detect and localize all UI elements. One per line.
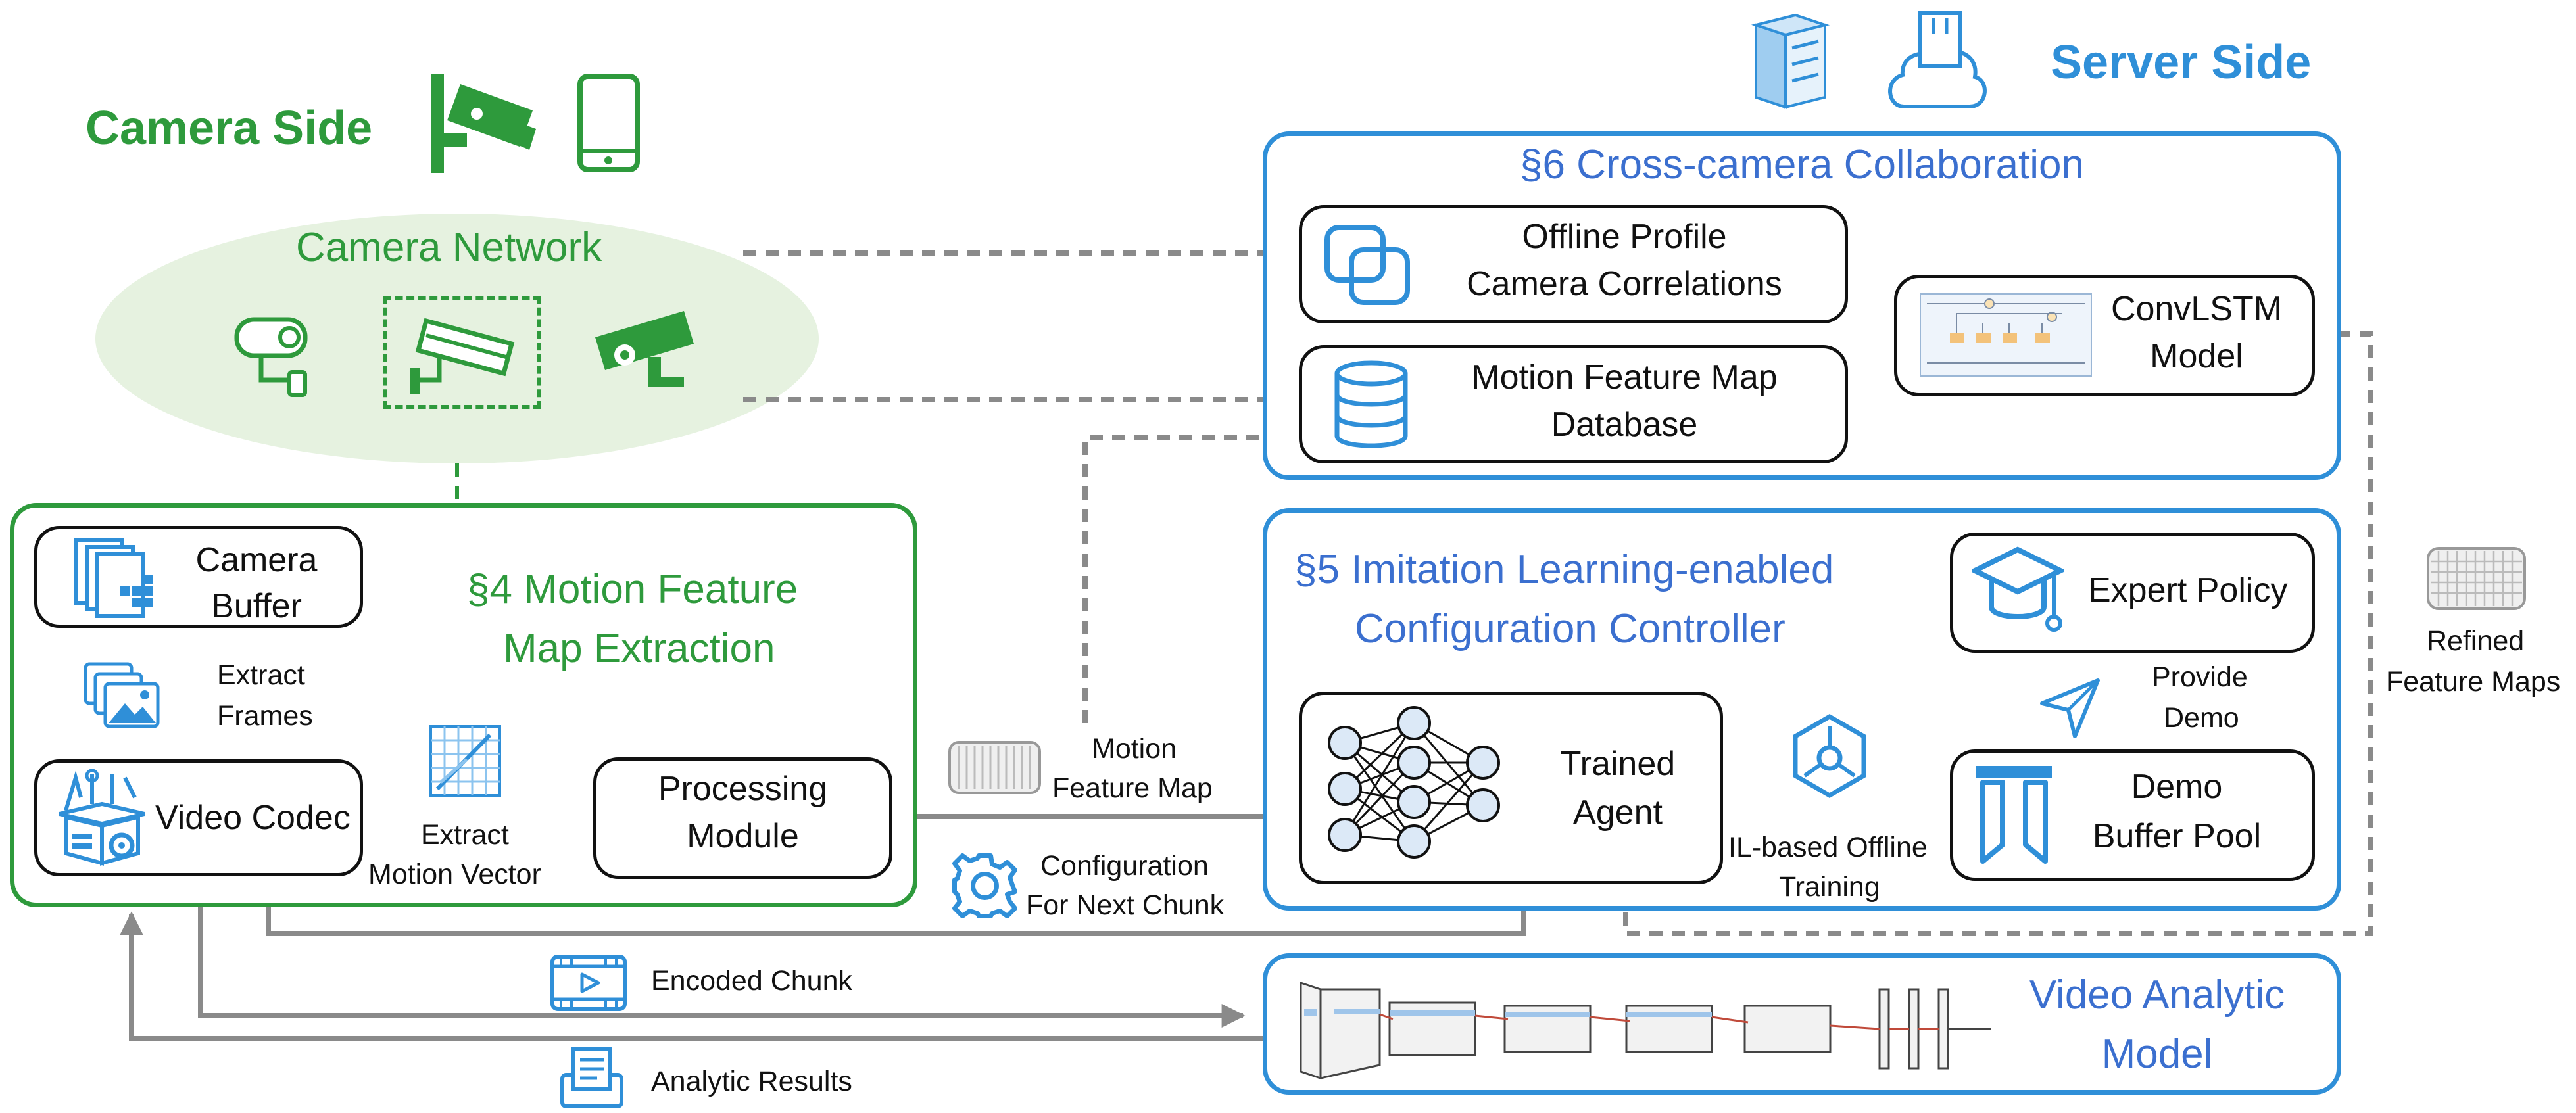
box-camera-icon xyxy=(595,311,694,387)
camera-buffer-label-1: Camera xyxy=(195,541,318,579)
cloud-server-icon xyxy=(1888,11,1987,108)
motion-vector-grid-icon xyxy=(429,725,501,797)
bullet-camera-icon xyxy=(234,317,308,397)
refined-feature-map-icon xyxy=(2427,547,2526,610)
offline-profile-label-2: Camera Correlations xyxy=(1467,265,1782,303)
video-analytic-title-1: Video Analytic xyxy=(2029,972,2285,1018)
camera-side-title: Camera Side xyxy=(85,102,373,154)
arrow-analytic-results xyxy=(120,911,1289,1041)
provide-demo-label-2: Demo xyxy=(2164,702,2239,734)
demo-buffer-label-1: Demo xyxy=(2131,768,2223,806)
convlstm-diagram-icon xyxy=(1920,293,2092,377)
frame-buffer-icon xyxy=(74,538,153,618)
database-icon xyxy=(1334,360,1408,448)
motion-database-label-2: Database xyxy=(1551,406,1698,444)
refined-maps-label-2: Feature Maps xyxy=(2386,666,2561,698)
trained-agent-label-1: Trained xyxy=(1560,745,1676,783)
il-training-label-2: Training xyxy=(1779,871,1880,903)
server-rack-icon xyxy=(1751,13,1830,109)
processing-label-1: Processing xyxy=(658,770,828,808)
feature-map-strip-icon xyxy=(948,741,1041,794)
configuration-label-1: Configuration xyxy=(1040,850,1209,882)
cross-camera-title: §6 Cross-camera Collaboration xyxy=(1519,142,2085,187)
buffer-pool-icon xyxy=(1976,766,2052,864)
document-results-icon xyxy=(560,1047,623,1108)
il-training-label-1: IL-based Offline xyxy=(1728,832,1928,863)
convlstm-label-1: ConvLSTM xyxy=(2110,290,2283,328)
smartphone-icon xyxy=(577,74,640,172)
server-side-title: Server Side xyxy=(2051,36,2312,89)
extract-motion-label-2: Motion Vector xyxy=(368,859,541,890)
motion-database-label-1: Motion Feature Map xyxy=(1471,358,1778,396)
motion-feature-label-1: Motion xyxy=(1092,733,1177,765)
extraction-title-line1: §4 Motion Feature xyxy=(467,567,798,612)
extract-frames-label-1: Extract xyxy=(217,659,305,691)
correlation-squares-icon xyxy=(1324,225,1410,305)
expert-policy-box[interactable] xyxy=(1950,533,2315,653)
cctv-camera-icon xyxy=(410,318,515,394)
selected-camera-frame xyxy=(383,296,541,409)
motion-feature-label-2: Feature Map xyxy=(1052,772,1213,804)
configuration-label-2: For Next Chunk xyxy=(1026,889,1225,921)
trained-agent-label-2: Agent xyxy=(1573,793,1663,832)
graduation-cap-icon xyxy=(1972,546,2064,632)
video-analytic-title-2: Model xyxy=(2101,1031,2213,1077)
provide-demo-label-1: Provide xyxy=(2152,661,2248,693)
gear-icon xyxy=(952,853,1017,918)
analytic-results-label: Analytic Results xyxy=(651,1066,852,1097)
convlstm-label-2: Model xyxy=(2150,337,2243,375)
arrow-encoded-chunk xyxy=(198,904,1246,1028)
arrow-motion-map-to-database xyxy=(1082,425,1292,723)
camera-buffer-label-2: Buffer xyxy=(211,587,302,625)
trained-agent-box[interactable] xyxy=(1299,692,1723,884)
processing-label-2: Module xyxy=(687,817,799,855)
codec-toolbox-icon xyxy=(59,769,145,866)
refined-maps-label-1: Refined xyxy=(2427,625,2525,657)
video-codec-label: Video Codec xyxy=(155,799,351,837)
camera-network-title: Camera Network xyxy=(296,225,602,270)
processing-module-box[interactable] xyxy=(593,757,892,879)
hexagon-network-icon xyxy=(1793,713,1866,799)
cnn-architecture-icon xyxy=(1300,981,1991,1080)
extract-frames-label-2: Frames xyxy=(217,700,313,732)
controller-title-line1: §5 Imitation Learning-enabled xyxy=(1294,547,1834,592)
offline-profile-label-1: Offline Profile xyxy=(1522,218,1727,256)
controller-title-line2: Configuration Controller xyxy=(1355,606,1786,651)
send-plane-icon xyxy=(2040,678,2100,738)
neural-network-icon xyxy=(1328,706,1500,859)
extraction-title-line2: Map Extraction xyxy=(503,626,775,671)
extract-motion-label-1: Extract xyxy=(421,819,509,851)
encoded-chunk-label: Encoded Chunk xyxy=(651,965,852,997)
video-play-icon xyxy=(550,955,627,1011)
surveillance-camera-icon xyxy=(431,74,536,173)
expert-policy-label: Expert Policy xyxy=(2088,571,2288,609)
extracted-images-icon xyxy=(84,662,160,728)
arrow-refined-feature-maps xyxy=(1614,331,2373,936)
demo-buffer-label-2: Buffer Pool xyxy=(2092,817,2262,855)
